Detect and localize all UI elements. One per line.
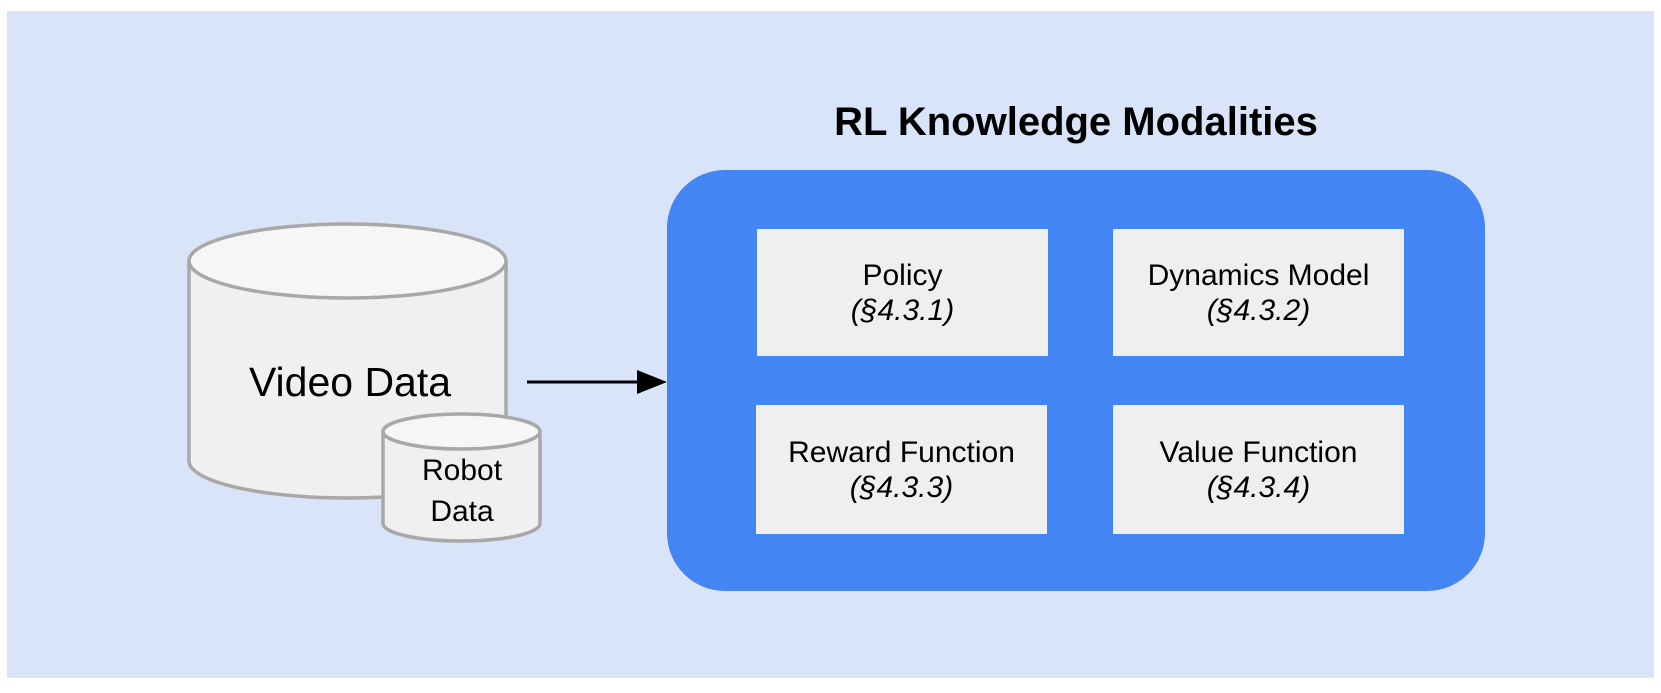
modality-box-dynamics-model: Dynamics Model (§4.3.2)	[1113, 229, 1404, 356]
rl-modalities-container: Policy (§4.3.1) Dynamics Model (§4.3.2) …	[667, 170, 1485, 591]
video-data-cylinder-top	[187, 222, 508, 300]
modality-label: Policy	[862, 258, 943, 292]
arrow-head-icon	[637, 370, 667, 394]
modality-label: Value Function	[1159, 435, 1358, 469]
diagram-background-panel: RL Knowledge Modalities Video Data Robot…	[7, 11, 1654, 678]
modality-section-ref: (§4.3.1)	[850, 293, 955, 327]
robot-data-cylinder-body	[381, 431, 542, 543]
robot-data-cylinder: Robot Data	[381, 412, 542, 543]
video-data-label: Video Data	[249, 359, 451, 405]
modality-box-reward-function: Reward Function (§4.3.3)	[756, 405, 1047, 534]
robot-data-cylinder-top	[381, 412, 542, 451]
diagram-title: RL Knowledge Modalities	[834, 100, 1318, 144]
modality-section-ref: (§4.3.2)	[1206, 293, 1311, 327]
data-sources-graphic: Video Data Robot Data	[187, 222, 667, 543]
modality-section-ref: (§4.3.3)	[849, 470, 954, 504]
modality-label: Dynamics Model	[1147, 258, 1370, 292]
modality-box-policy: Policy (§4.3.1)	[757, 229, 1048, 356]
modality-section-ref: (§4.3.4)	[1206, 470, 1311, 504]
robot-data-label-line2: Data	[430, 495, 494, 528]
modality-box-value-function: Value Function (§4.3.4)	[1113, 405, 1404, 534]
robot-data-label-line1: Robot	[422, 454, 503, 487]
modality-label: Reward Function	[788, 435, 1015, 469]
data-to-modalities-arrow	[527, 370, 667, 394]
